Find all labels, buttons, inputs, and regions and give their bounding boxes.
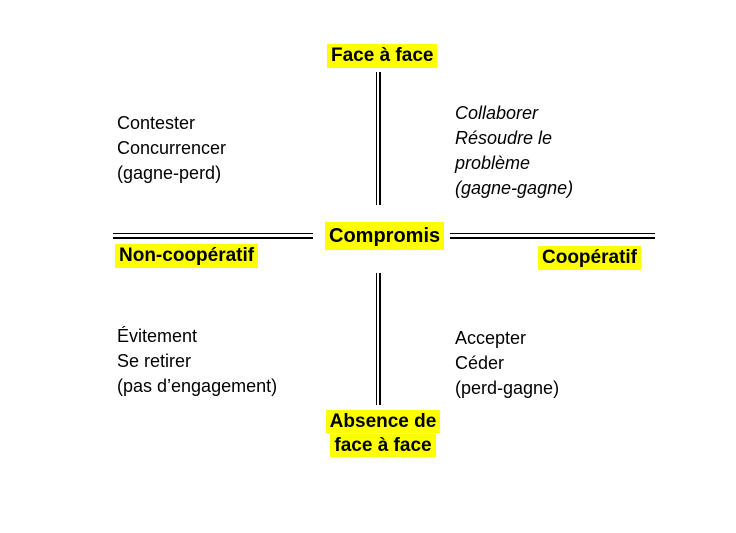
axis-bottom-label: Absence de face à face [283, 410, 483, 458]
horizontal-axis-line-right-segment [450, 233, 655, 239]
horizontal-axis-line-left-segment [113, 233, 313, 239]
quadrant-bottom-right-text: Accepter Céder (perd-gagne) [455, 326, 559, 401]
axis-center-label: Compromis [325, 222, 445, 250]
vertical-axis-line-bottom-segment [376, 273, 381, 405]
quadrant-top-right-line: Résoudre le [455, 128, 553, 148]
axis-bottom-label-line2: face à face [330, 434, 436, 457]
quadrant-top-left-line: (gagne-perd) [117, 163, 222, 183]
quadrant-top-right-text: Collaborer Résoudre le problème (gagne-g… [455, 101, 573, 201]
quadrant-bottom-left-line: Évitement [117, 326, 198, 346]
axis-left-label: Non-coopératif [115, 244, 259, 268]
quadrant-top-right-line: problème [455, 153, 531, 173]
quadrant-bottom-left-line: Se retirer [117, 351, 192, 371]
quadrant-bottom-right-line: Céder [455, 353, 505, 373]
quadrant-top-right-line: (gagne-gagne) [455, 178, 574, 198]
quadrant-bottom-left-line: (pas d’engagement) [117, 376, 278, 396]
quadrant-bottom-right-line: Accepter [455, 328, 527, 348]
quadrant-top-left-line: Contester [117, 113, 196, 133]
axis-right-label: Coopératif [538, 246, 641, 270]
quadrant-bottom-right-line: (perd-gagne) [455, 378, 560, 398]
quadrant-top-left-line: Concurrencer [117, 138, 227, 158]
vertical-axis-line-top-segment [376, 72, 381, 205]
quadrant-top-left-text: Contester Concurrencer (gagne-perd) [117, 111, 226, 186]
axis-top-label: Face à face [327, 44, 438, 68]
axis-bottom-label-line1: Absence de [325, 410, 441, 433]
quadrant-bottom-left-text: Évitement Se retirer (pas d’engagement) [117, 324, 277, 399]
quadrant-top-right-line: Collaborer [455, 103, 539, 123]
